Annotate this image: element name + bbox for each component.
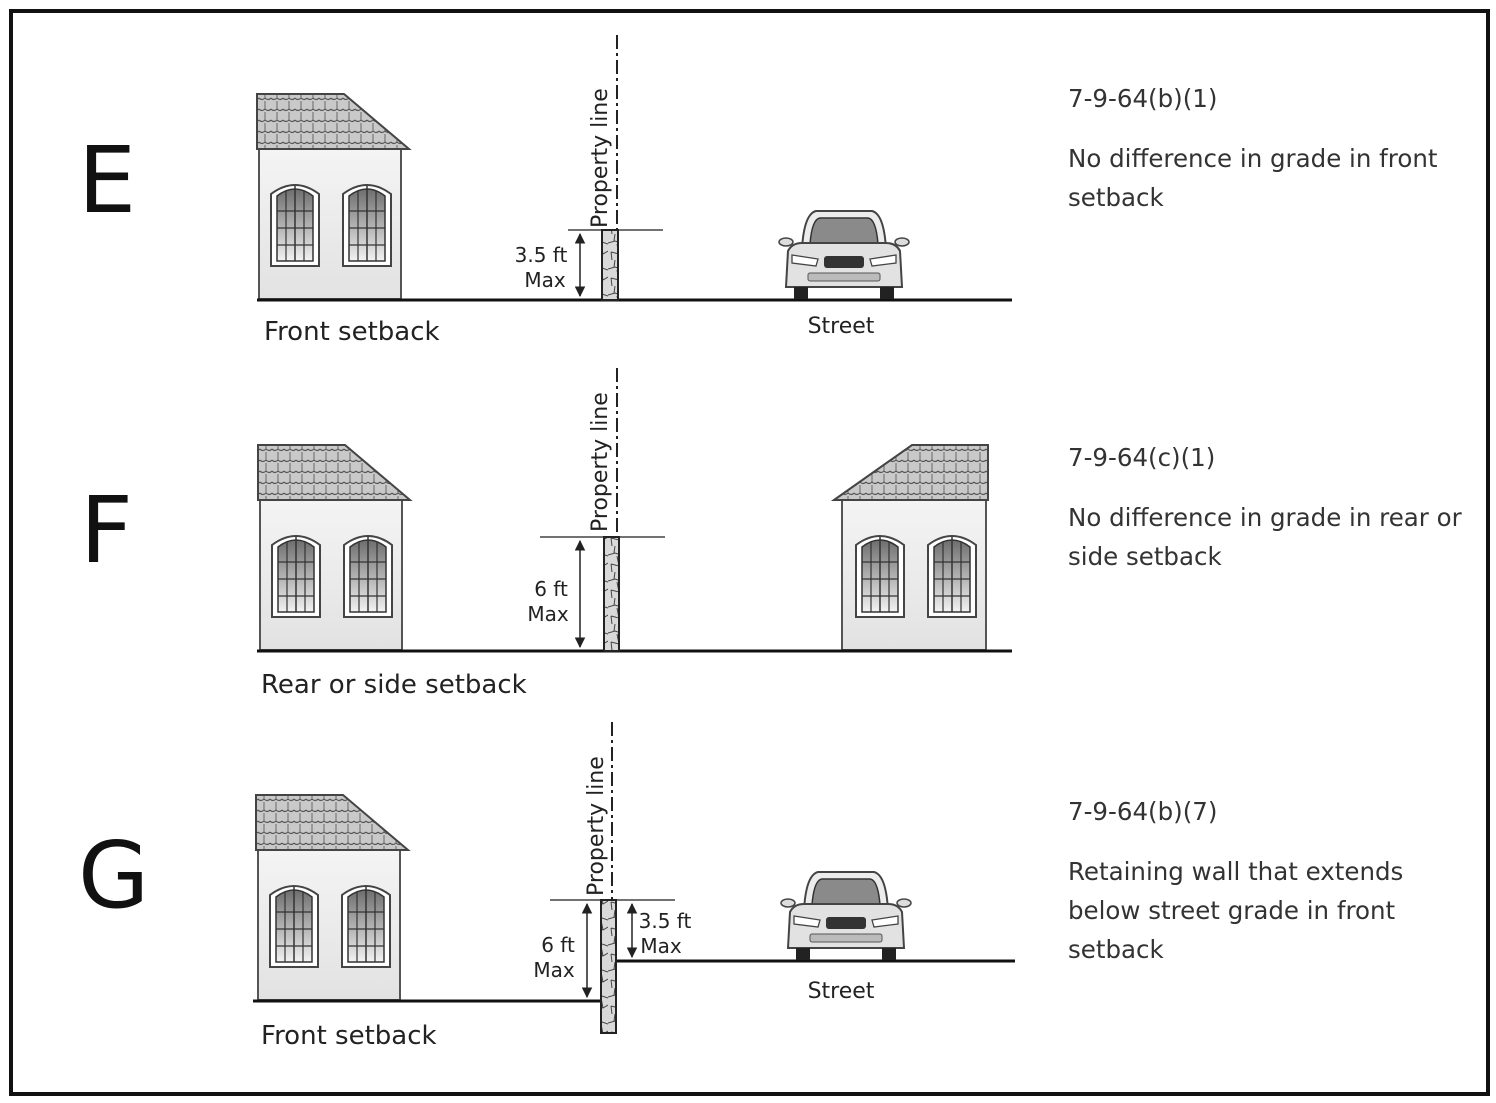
panel-letter: F xyxy=(80,477,133,584)
property-line-label: Property line xyxy=(584,756,609,896)
height-max: Max xyxy=(533,958,575,982)
diagram-frame xyxy=(9,9,1490,1096)
house-icon xyxy=(256,795,408,1000)
property-line-label: Property line xyxy=(588,392,613,532)
street-label: Street xyxy=(808,314,875,339)
setback-label: Front setback xyxy=(261,1021,437,1051)
house-icon xyxy=(834,445,988,650)
code-reference: 7-9-64(b)(1) xyxy=(1068,84,1218,113)
panel-e: E 3.5 ft Max Property line Front setback… xyxy=(78,35,1012,347)
height-value: 6 ft xyxy=(541,933,575,957)
panel-g: G 6 ft Max 3.5 ft Max Property line Fron… xyxy=(78,722,1015,1051)
height2-max: Max xyxy=(640,934,682,958)
height-max: Max xyxy=(524,268,566,292)
height-value: 6 ft xyxy=(534,577,568,601)
house-icon xyxy=(258,445,410,650)
setback-label: Rear or side setback xyxy=(261,670,527,700)
property-line-label: Property line xyxy=(588,88,613,228)
code-reference: 7-9-64(c)(1) xyxy=(1068,443,1216,472)
height2-value: 3.5 ft xyxy=(639,909,692,933)
height-max: Max xyxy=(527,602,569,626)
panel-letter: G xyxy=(78,822,149,929)
code-reference: 7-9-64(b)(7) xyxy=(1068,797,1218,826)
height-value: 3.5 ft xyxy=(515,243,568,267)
panel-letter: E xyxy=(78,127,136,234)
code-description: Retaining wall that extends below street… xyxy=(1068,857,1404,964)
car-icon xyxy=(778,210,910,300)
setback-label: Front setback xyxy=(264,317,440,347)
panel-f: F 6 ft Max Property line Rear or side se… xyxy=(80,368,1012,700)
car-icon xyxy=(780,871,912,961)
code-description: No difference in grade in front setback xyxy=(1068,144,1438,212)
code-description: No difference in grade in rear or side s… xyxy=(1068,503,1462,571)
house-icon xyxy=(257,94,409,299)
retaining-wall xyxy=(600,899,617,1034)
street-label: Street xyxy=(808,979,875,1004)
wall xyxy=(603,536,620,652)
wall xyxy=(601,229,619,301)
